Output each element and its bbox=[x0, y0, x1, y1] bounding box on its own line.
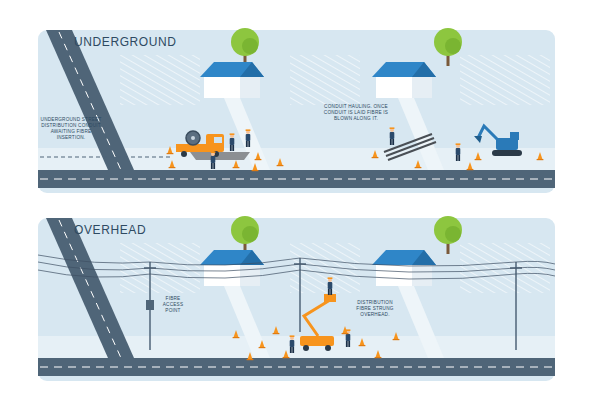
panel-title: OVERHEAD bbox=[74, 223, 146, 237]
panel-title: UNDERGROUND bbox=[74, 35, 177, 49]
annotation-note: DISTRIBUTION FIBRE STRUNG OVERHEAD. bbox=[350, 300, 400, 318]
annotation-note: FIBRE ACCESS POINT bbox=[160, 296, 186, 314]
annotation-note: CONDUIT HAULING. ONCE CONDUIT IS LAID FI… bbox=[318, 104, 394, 122]
annotation-note: UNDERGROUND STREET DISTRIBUTION CONDUIT … bbox=[40, 117, 102, 141]
